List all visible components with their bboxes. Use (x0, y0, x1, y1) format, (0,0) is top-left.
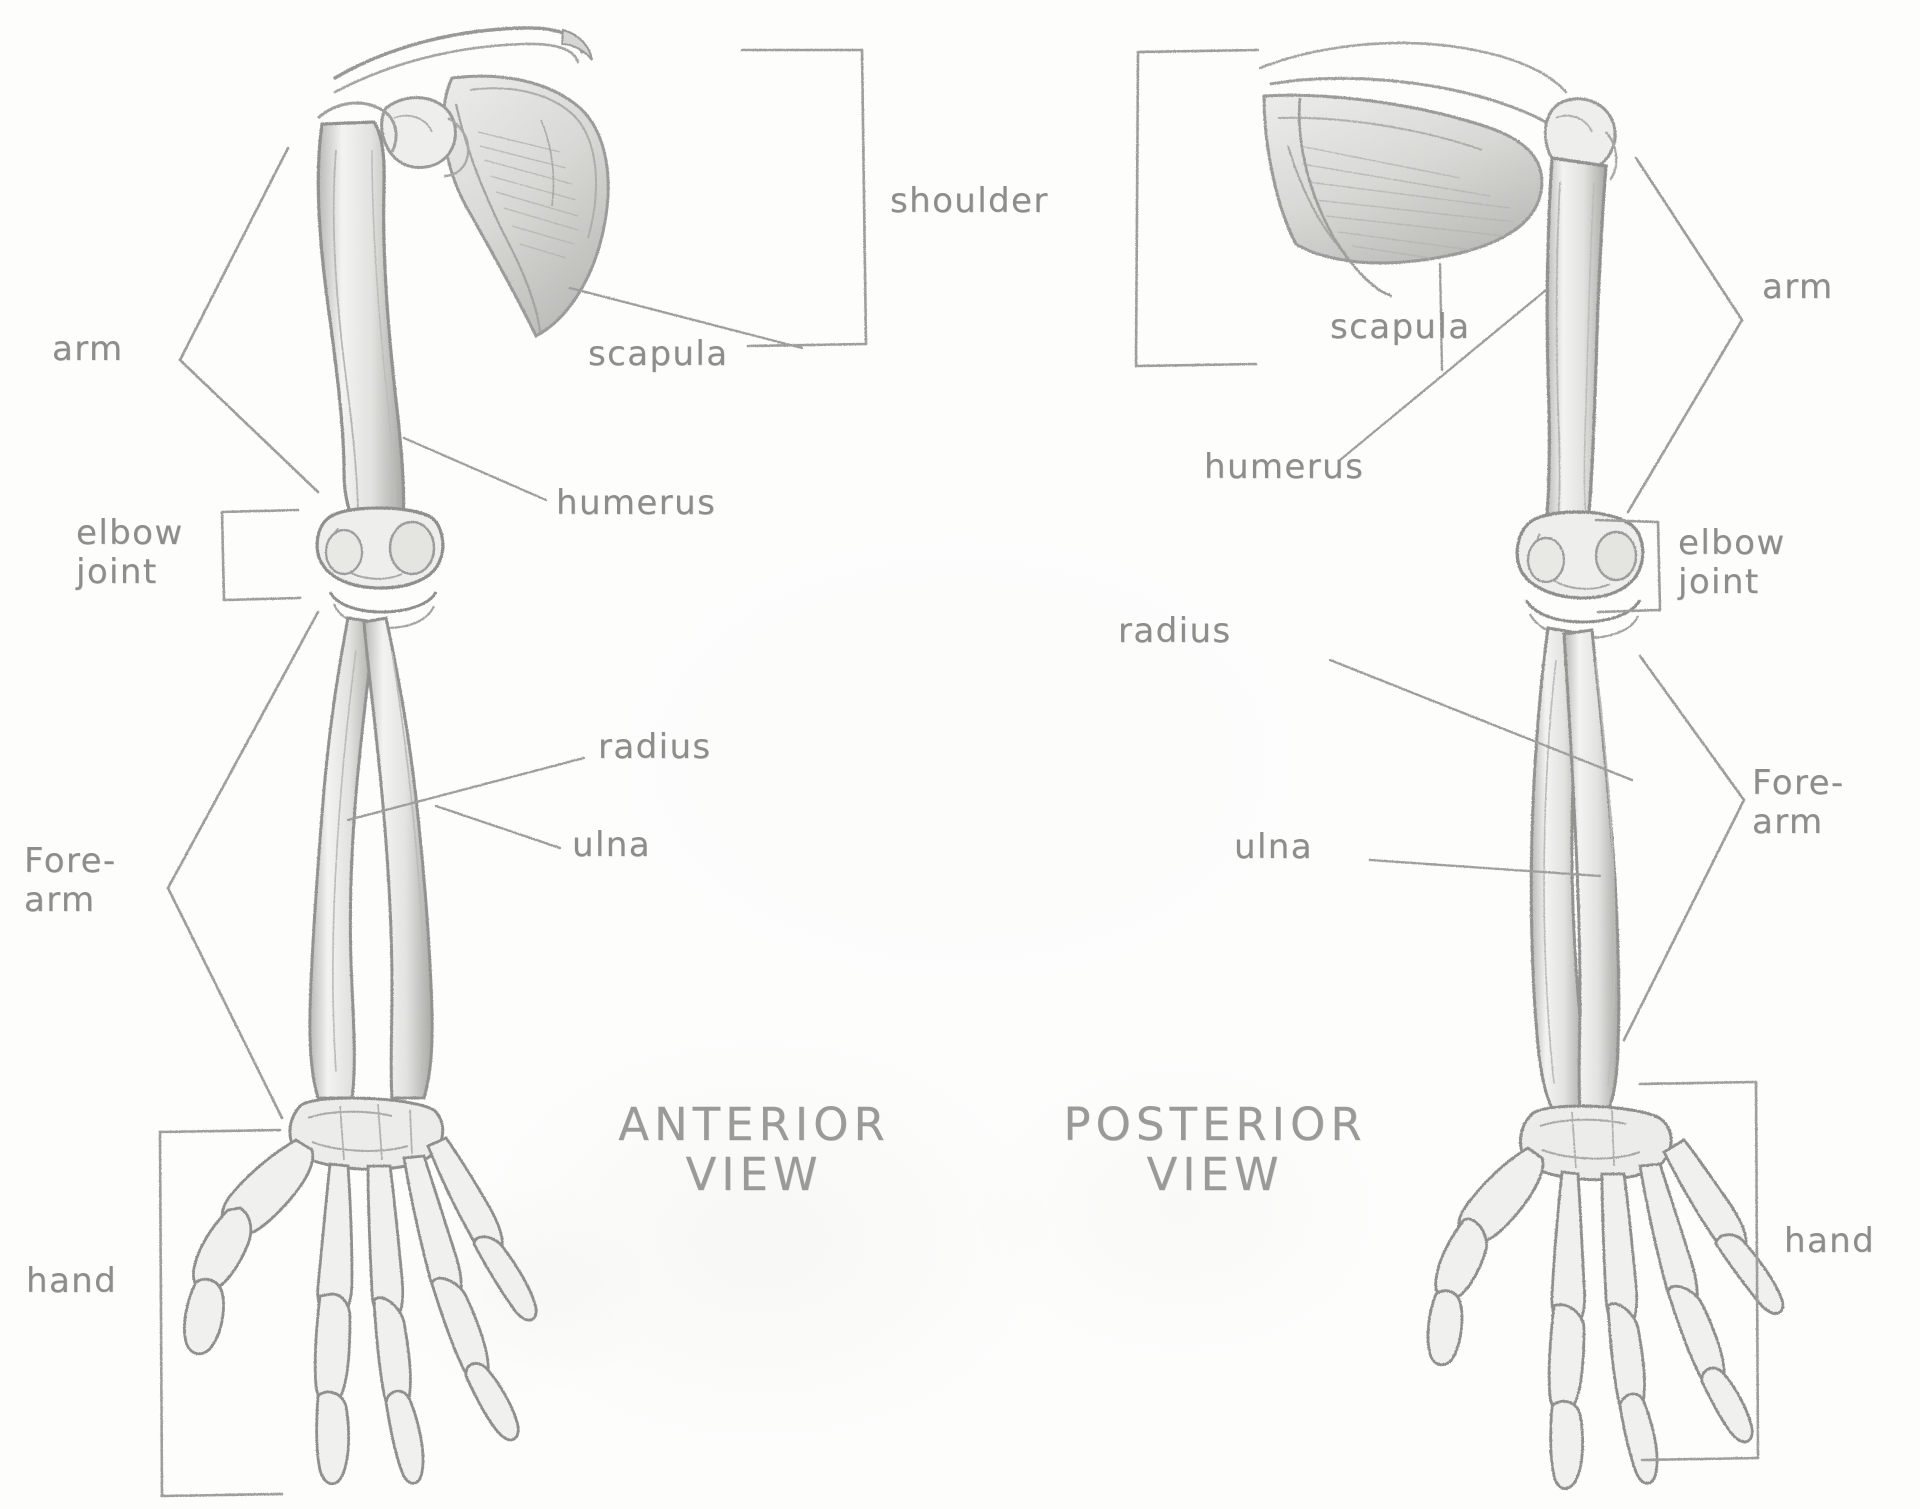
caption-anterior-line2: VIEW (685, 1148, 823, 1202)
anterior-shoulder-joint (317, 96, 470, 178)
label-anterior-elbow-joint-line1: elbow (76, 513, 184, 553)
label-posterior-elbow-joint-line1: elbow (1678, 523, 1786, 563)
label-posterior-ulna: ulna (1234, 827, 1313, 867)
anterior-scapula (442, 74, 610, 339)
label-posterior-hand: hand (1784, 1221, 1876, 1261)
anterior-clavicle (333, 26, 593, 94)
leader-posterior-humerus (1338, 288, 1548, 462)
bracket-anterior-hand (158, 1128, 284, 1498)
anterior-humerus (315, 120, 445, 590)
bracket-posterior-hand (1638, 1080, 1760, 1462)
label-anterior-scapula: scapula (588, 334, 729, 374)
leader-anterior-humerus (402, 436, 548, 502)
posterior-clavicle (1258, 41, 1568, 138)
label-posterior-humerus: humerus (1204, 447, 1365, 487)
leader-anterior-scapula (568, 286, 804, 350)
posterior-humerus (1515, 156, 1645, 600)
anterior-skeleton-figure (183, 26, 610, 1485)
label-posterior-scapula: scapula (1330, 307, 1471, 347)
anterior-hand-bones (183, 1136, 538, 1485)
label-posterior-forearm-line1: Fore- (1752, 763, 1845, 803)
bracket-anterior-forearm (166, 610, 320, 1120)
bracket-shoulder-posterior (1134, 48, 1260, 368)
label-posterior-radius: radius (1118, 611, 1232, 651)
label-posterior-forearm-line2: arm (1752, 802, 1824, 843)
label-shoulder: shoulder (890, 181, 1049, 221)
leader-posterior-ulna (1368, 858, 1602, 878)
label-anterior-ulna: ulna (572, 825, 651, 865)
caption-anterior-line1: ANTERIOR (618, 1098, 890, 1151)
bracket-posterior-elbow-joint (1594, 518, 1662, 614)
bracket-posterior-forearm (1622, 654, 1746, 1042)
label-anterior-forearm-line1: Fore- (24, 841, 117, 881)
leader-anterior-radius (346, 756, 586, 822)
label-anterior-radius: radius (598, 727, 712, 767)
anterior-ulna (362, 616, 434, 1100)
bracket-anterior-arm (178, 146, 320, 494)
label-anterior-hand: hand (26, 1261, 118, 1301)
label-anterior-elbow-joint-line2: joint (76, 552, 158, 593)
leader-posterior-radius (1328, 658, 1634, 782)
posterior-skeleton-figure (1258, 41, 1785, 1490)
label-anterior-forearm-line2: arm (24, 880, 96, 921)
annotation-lines-layer (158, 48, 1760, 1498)
bracket-anterior-elbow-joint (220, 508, 302, 602)
leader-anterior-ulna (434, 804, 562, 850)
bracket-shoulder-anterior (740, 48, 868, 348)
bracket-posterior-arm (1626, 156, 1744, 514)
posterior-scapula (1262, 93, 1544, 298)
caption-posterior-line1: POSTERIOR (1063, 1098, 1367, 1151)
caption-posterior-line2: VIEW (1146, 1148, 1284, 1202)
posterior-hand-bones (1426, 1138, 1785, 1490)
label-anterior-forearm: Fore-arm (24, 841, 117, 921)
anterior-radius (308, 616, 376, 1100)
leader-posterior-scapula (1438, 262, 1444, 372)
label-anterior-humerus: humerus (556, 483, 717, 523)
label-posterior-arm: arm (1762, 267, 1834, 307)
label-anterior-arm: arm (52, 329, 124, 369)
label-posterior-forearm: Fore-arm (1752, 763, 1845, 843)
label-posterior-elbow-joint-line2: joint (1678, 562, 1760, 603)
